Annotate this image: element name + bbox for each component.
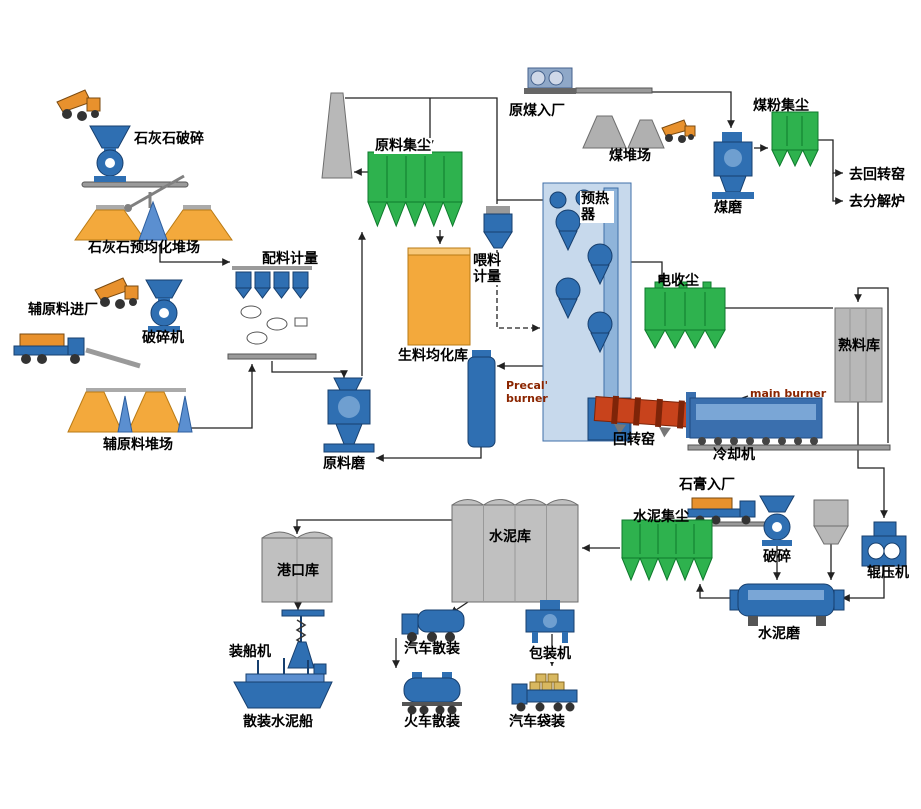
- coal-piles-icon: [582, 115, 665, 149]
- conveyors: [81, 87, 891, 527]
- label-train-bulk: 火车散装: [404, 714, 460, 730]
- flatbed-truck-icon: [13, 333, 85, 364]
- label-port-silo: 港口库: [277, 563, 319, 579]
- aux-crusher-icon: [145, 279, 183, 332]
- label-batching-metering: 配料计量: [262, 251, 318, 267]
- batching-bins-icon: [232, 266, 312, 299]
- label-roller-press: 辊压机: [867, 565, 909, 581]
- aux-feed-conveyor-icon: [85, 347, 141, 369]
- label-cement-crushing: 破碎: [763, 549, 791, 565]
- coal-truck-icon: [661, 119, 696, 143]
- label-preheater: 预热器: [580, 191, 614, 223]
- label-raw-mill: 原料磨: [323, 456, 365, 472]
- label-to-calciner: 去分解炉: [849, 194, 905, 210]
- label-gypsum-entry: 石膏入厂: [679, 477, 735, 493]
- packing-machine-icon: [525, 600, 575, 643]
- limestone-conveyor-icon: [81, 181, 189, 188]
- label-limestone-crushing: 石灰石破碎: [134, 131, 204, 147]
- label-raw-meal-silo: 生料均化库: [398, 348, 468, 364]
- limestone-crusher-icon: [89, 125, 131, 182]
- label-cement-mill: 水泥磨: [758, 626, 800, 642]
- rotary-kiln-icon: [593, 395, 697, 438]
- label-truck-bulk: 汽车散装: [404, 641, 460, 657]
- label-cement-dust-collector: 水泥集尘: [633, 509, 689, 525]
- label-clinker-silo: 熟料库: [838, 338, 880, 354]
- clinker-silo-icon: [834, 307, 883, 403]
- bagged-truck-icon: [511, 673, 578, 712]
- cement-silo-icon: [451, 499, 579, 603]
- coal-conveyor-icon: [575, 87, 653, 94]
- label-main-burner: main burner: [750, 387, 827, 400]
- label-cement-silo: 水泥库: [489, 529, 531, 545]
- label-esp: 电收尘: [657, 273, 699, 289]
- feed-metering-icon: [483, 206, 513, 249]
- clinker-hopper-icon: [813, 499, 849, 545]
- aux-dump-truck-icon: [94, 277, 139, 309]
- cement-crusher-icon: [759, 495, 795, 546]
- cement-dust-collector-icon: [621, 519, 713, 582]
- label-aux-crusher: 破碎机: [142, 330, 184, 346]
- label-feed-metering: 喂料计量: [472, 253, 506, 285]
- label-aux-material-entry: 辅原料进厂: [28, 302, 98, 318]
- limestone-dump-truck-icon: [56, 89, 101, 121]
- label-ship-loader: 装船机: [229, 644, 271, 660]
- weighfeeders-icon: [240, 305, 308, 345]
- coal-mill-icon: [712, 132, 754, 199]
- label-truck-bagged: 汽车袋装: [509, 714, 565, 730]
- bulk-ship-icon: [233, 658, 333, 709]
- batching-conveyor-icon: [227, 353, 317, 360]
- label-coal-mill: 煤磨: [714, 200, 742, 216]
- label-cooler: 冷却机: [713, 447, 755, 463]
- label-rotary-kiln: 回转窑: [613, 432, 655, 448]
- flow-connectors: [159, 91, 889, 668]
- humidifier-tower-icon: [467, 350, 496, 448]
- label-limestone-preblending-yard: 石灰石预均化堆场: [88, 240, 200, 256]
- raw-dust-collector-icon: [367, 151, 463, 228]
- cooler-icon: [686, 392, 823, 445]
- roller-press-icon: [861, 521, 907, 567]
- chimney-icon: [321, 92, 353, 179]
- label-raw-dust-collector: 原料集尘: [374, 138, 432, 154]
- esp-icon: [644, 281, 726, 350]
- clinker-drag-conveyor-icon: [687, 444, 891, 451]
- label-to-rotary-kiln: 去回转窑: [849, 167, 905, 183]
- train-tank-icon: [402, 672, 462, 715]
- coal-unloader-icon: [524, 67, 576, 94]
- cement-mill-icon: [729, 583, 845, 626]
- label-aux-material-yard: 辅原料堆场: [103, 437, 173, 453]
- raw-mill-icon: [323, 377, 375, 453]
- port-silo-icon: [261, 531, 333, 603]
- label-coal-dust-collector: 煤粉集尘: [753, 98, 809, 114]
- bulk-truck-icon: [401, 609, 465, 642]
- ship-loader-icon: [281, 609, 325, 669]
- coal-dust-collector-icon: [771, 111, 819, 168]
- aux-piles-icon: [67, 388, 193, 433]
- stacker-icon: [124, 174, 185, 212]
- label-packing-machine: 包装机: [528, 646, 572, 662]
- label-precal-burner: Precal' burner: [506, 379, 549, 405]
- label-bulk-cement-ship: 散装水泥船: [243, 714, 313, 730]
- raw-meal-silo-icon: [407, 247, 471, 346]
- label-raw-coal-entry: 原煤入厂: [509, 103, 565, 119]
- limestone-piles-icon: [74, 200, 233, 241]
- label-coal-yard: 煤堆场: [609, 148, 651, 164]
